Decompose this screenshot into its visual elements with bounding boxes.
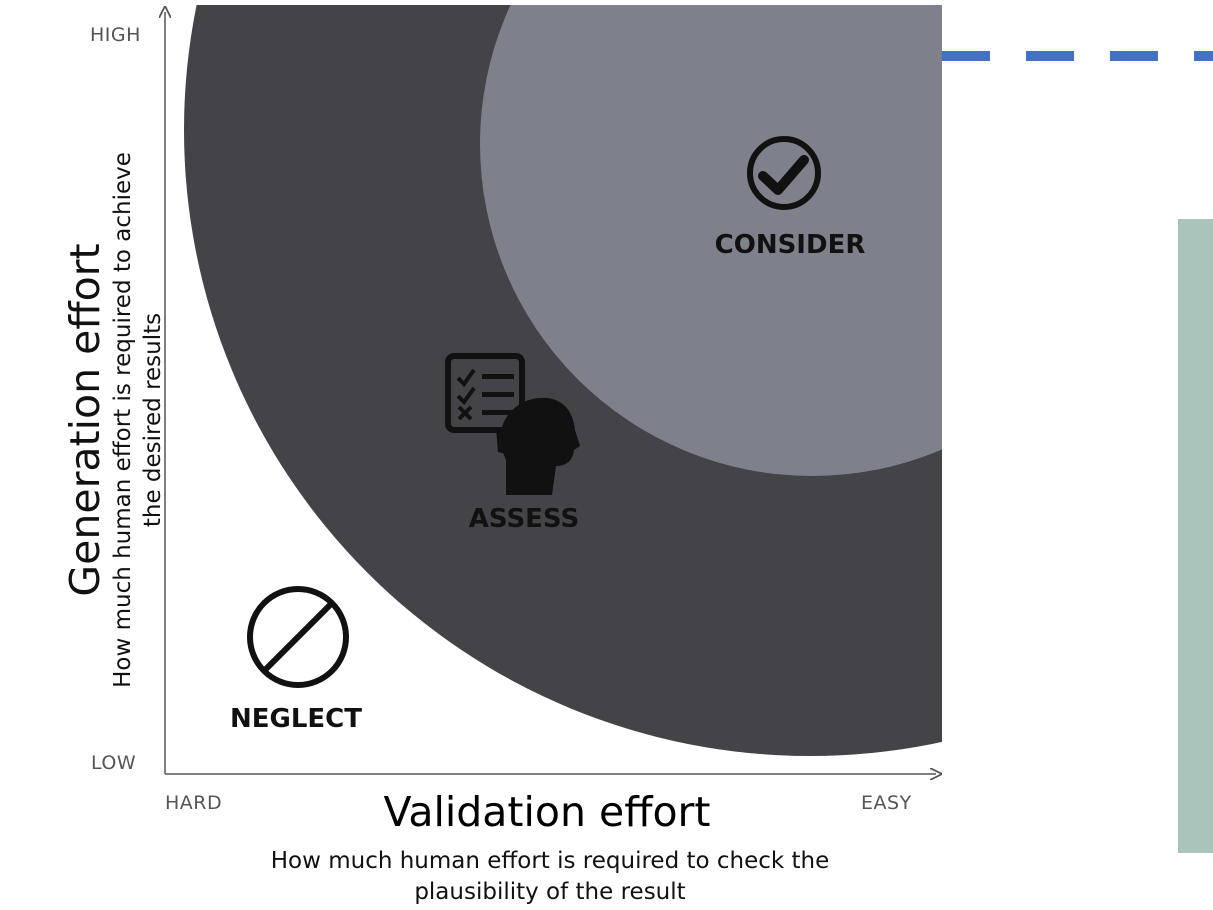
y-axis-low-label: LOW bbox=[91, 752, 137, 774]
prohibited-icon bbox=[247, 586, 349, 688]
y-axis-high-label: HIGH bbox=[90, 24, 141, 46]
x-axis-title: Validation effort bbox=[383, 788, 711, 836]
y-axis-title: Generation effort bbox=[61, 243, 109, 597]
checklist-person-icon bbox=[445, 353, 580, 495]
y-axis-title-block: Generation effort How much human effort … bbox=[61, 140, 168, 700]
consider-zone-circle bbox=[480, 5, 942, 476]
side-panel bbox=[1178, 219, 1213, 853]
x-axis-description-line-1: How much human effort is required to che… bbox=[270, 848, 830, 874]
consider-label: CONSIDER bbox=[714, 230, 866, 260]
assess-label: ASSESS bbox=[468, 504, 580, 534]
x-axis-description-line-2: plausibility of the result bbox=[414, 879, 686, 905]
x-axis-hard-label: HARD bbox=[165, 792, 223, 814]
checkmark-circle-icon bbox=[747, 136, 821, 210]
x-axis-description: How much human effort is required to che… bbox=[150, 846, 950, 908]
x-axis-easy-label: EASY bbox=[861, 792, 912, 814]
neglect-label: NEGLECT bbox=[229, 704, 362, 734]
y-axis-description: How much human effort is required to ach… bbox=[110, 152, 166, 688]
